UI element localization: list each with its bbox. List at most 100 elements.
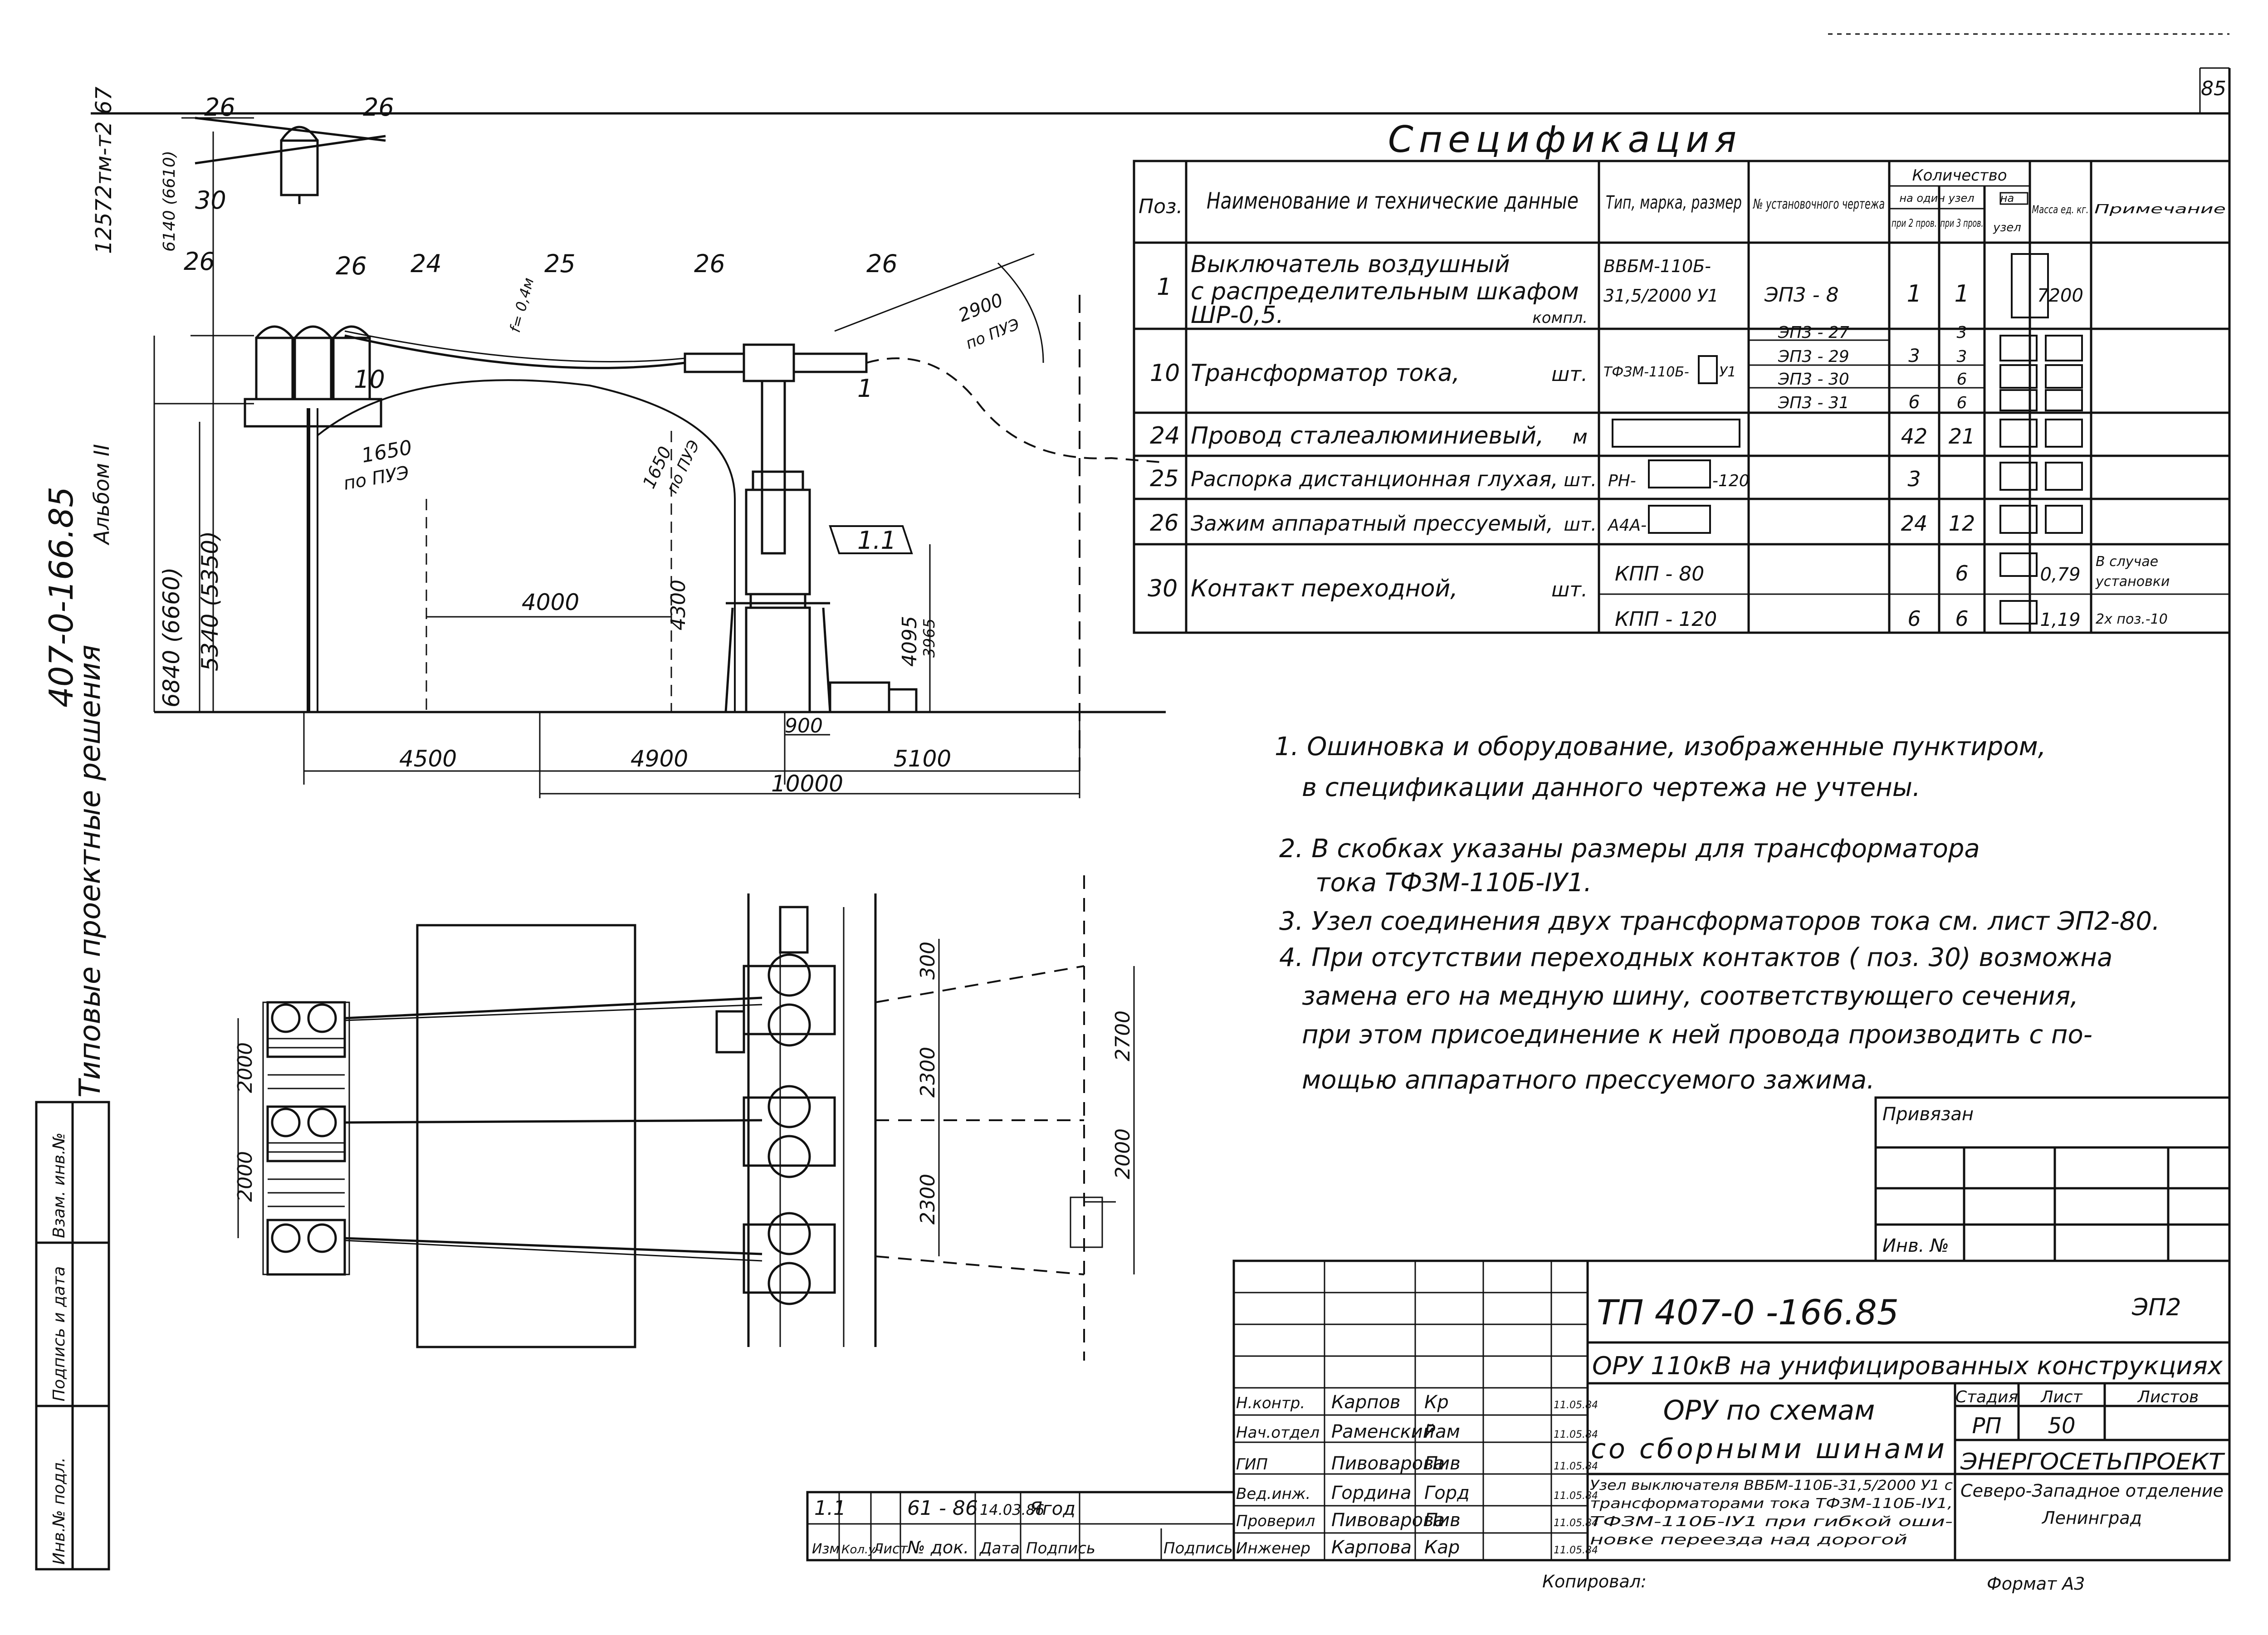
note-2b: тока ТФЗМ-110Б-IУ1. — [1315, 868, 1592, 898]
spec-r30-note-1: В случае — [2096, 554, 2158, 570]
tb-name-0: Карпов — [1331, 1392, 1401, 1413]
tb-company-1: ЭНЕРГОСЕТЬПРОЕКТ — [1960, 1449, 2225, 1475]
spec-r10-drawing-2: ЭП3 - 29 — [1778, 347, 1849, 366]
spec-r26-q2: 24 — [1901, 511, 1928, 536]
plan-dim-2000b: 2000 — [234, 1151, 257, 1202]
spec-h-drawing: № установочного чертежа — [1753, 196, 1885, 212]
tb-sign-4: Пив — [1424, 1510, 1461, 1531]
tb-stage-h: Стадия — [1955, 1388, 2018, 1406]
insulator-detail — [195, 117, 386, 204]
spec-r30-q3-1: 6 — [1955, 561, 1968, 586]
spec-r30-q3-2: 6 — [1955, 606, 1968, 631]
spec-r26-name-2: шт. — [1564, 514, 1597, 535]
spec-h-node: узел — [1993, 221, 2021, 234]
spec-r30-type-1: КПП - 80 — [1615, 562, 1704, 586]
tb-desc-2: трансформаторами тока ТФЗМ-110Б-IУ1, — [1590, 1496, 1953, 1512]
tb-sign-5: Кар — [1424, 1537, 1460, 1558]
callout-10: 10 — [354, 365, 385, 394]
spec-r25-q2: 3 — [1907, 467, 1921, 491]
callout-26-e: 26 — [694, 249, 725, 278]
spec-r1-name-1: Выключатель воздушный — [1191, 251, 1510, 278]
spec-h-pos: Поз. — [1139, 195, 1183, 218]
spec-r1-q2: 1 — [1906, 280, 1921, 307]
spec-r1-drawing: ЭП3 - 8 — [1764, 283, 1839, 307]
spec-r10-type-1: ТФЗМ-110Б- — [1603, 364, 1689, 380]
tb-doc-code: ТП 407-0 -166.85 — [1597, 1292, 1899, 1332]
spec-r24-name-2: м — [1573, 425, 1588, 449]
spec-r25-type-1: РН- — [1608, 472, 1636, 490]
spec-title: Спецификация — [1388, 118, 1742, 161]
spec-h-type: Тип, марка, размер — [1606, 192, 1742, 213]
dim-5100: 5100 — [894, 746, 951, 772]
spec-r30-mass-1: 0,79 — [2040, 564, 2080, 585]
spec-h-note: Примечание — [2094, 201, 2226, 216]
note-2a: 2. В скобках указаны размеры для трансфо… — [1279, 834, 1980, 864]
plan-dim-2300a: 2300 — [916, 1047, 939, 1098]
spec-r24-name-1: Провод сталеалюминиевый, — [1191, 422, 1544, 449]
side-box-replace: Взам. инв.№ — [50, 1132, 68, 1238]
tb-name-5: Карпова — [1331, 1537, 1412, 1558]
rev-date: 14.03.86 — [980, 1501, 1045, 1518]
tb-role-4: Проверил — [1236, 1512, 1315, 1530]
current-transformers — [255, 325, 371, 400]
tb-name-4: Пивоварова — [1331, 1510, 1445, 1531]
side-album-code: 12572тм-т2 67 — [91, 87, 117, 254]
tb-role-5: Инженер — [1236, 1539, 1310, 1557]
tb-date-1: 11.05.84 — [1554, 1429, 1598, 1440]
tb-sheet: 50 — [2048, 1413, 2075, 1439]
tb-title-2: со сборными шинами — [1591, 1433, 1947, 1465]
spec-r26-pos: 26 — [1150, 510, 1179, 536]
dim-4500: 4500 — [399, 746, 457, 772]
dim-2900: 2900 — [956, 289, 1007, 326]
dim-4095: 4095 — [898, 616, 921, 667]
dim-1650a-note: по ПУЭ — [342, 462, 411, 494]
plan-dim-2700: 2700 — [1111, 1010, 1134, 1061]
tb-binding: Привязан — [1882, 1104, 1974, 1125]
note-4a: 4. При отсутствии переходных контактов (… — [1279, 943, 2112, 972]
tb-date-5: 11.05.84 — [1554, 1545, 1598, 1556]
plan-breaker-poles — [715, 906, 836, 1305]
side-series-title: Типовые проектные решения — [73, 644, 107, 1098]
spec-r30-name-2: шт. — [1551, 578, 1588, 601]
plan-dim-2000c: 2000 — [1111, 1128, 1134, 1179]
tb-desc-1: Узел выключателя ВВБМ-110Б-31,5/2000 У1 … — [1590, 1478, 1953, 1493]
note-1b: в спецификации данного чертежа не учтены… — [1302, 773, 1921, 802]
page-number: 85 — [2201, 77, 2226, 100]
callout-1-1: 1.1 — [857, 526, 896, 555]
notes: 1. Ошиновка и оборудование, изображенные… — [1275, 732, 2160, 1095]
spec-r10-q3-4: 6 — [1957, 394, 1967, 412]
spec-r10-drawing-3: ЭП3 - 30 — [1778, 370, 1849, 389]
plan-view — [237, 875, 1135, 1361]
dim-4900: 4900 — [631, 746, 688, 772]
spec-h-two-wires: при 2 пров. — [1892, 217, 1937, 229]
tb-date-3: 11.05.84 — [1554, 1490, 1598, 1502]
callout-25: 25 — [544, 249, 576, 278]
tb-title-1: ОРУ по схемам — [1663, 1395, 1875, 1426]
spec-r10-q3-2: 3 — [1957, 347, 1967, 366]
spec-h-node-sub: на — [2000, 192, 2014, 205]
tb-sheet-h: Лист — [2040, 1388, 2082, 1406]
tb-sheet-code: ЭП2 — [2131, 1294, 2181, 1321]
dim-900: 900 — [785, 714, 823, 737]
callout-26-f: 26 — [866, 249, 898, 278]
dim-6840: 6840 (6660) — [158, 567, 185, 708]
copied-by: Копировал: — [1542, 1572, 1647, 1591]
spec-r10-q2-4: 6 — [1908, 392, 1920, 413]
spec-r1-name-3: ШР-0,5. — [1191, 302, 1284, 329]
rev-h-4: Дата — [979, 1539, 1020, 1557]
tb-desc-4: новке переезда над дорогой — [1590, 1532, 1907, 1548]
tb-name-2: Пивоварова — [1331, 1453, 1445, 1474]
tb-sign-0: Кр — [1424, 1392, 1449, 1413]
spec-r10-drawing-1: ЭП3 - 27 — [1778, 323, 1849, 342]
rev-sign: Ягод — [1029, 1498, 1075, 1519]
spec-r26-name-1: Зажим аппаратный прессуемый, — [1191, 511, 1553, 536]
spec-r30-type-2: КПП - 120 — [1615, 608, 1717, 631]
spec-r10-q3-1: 3 — [1957, 323, 1967, 342]
spec-r10-name-2: шт. — [1551, 363, 1588, 386]
dim-1650b-note: по ПУЭ — [663, 438, 704, 496]
callout-26-a: 26 — [204, 93, 235, 122]
side-project-code: 407-0-166.85 — [42, 487, 80, 708]
spec-r10-pos: 10 — [1150, 360, 1180, 387]
spec-r30-q2-2: 6 — [1907, 606, 1921, 631]
rev-h-5: Подпись — [1026, 1539, 1095, 1557]
